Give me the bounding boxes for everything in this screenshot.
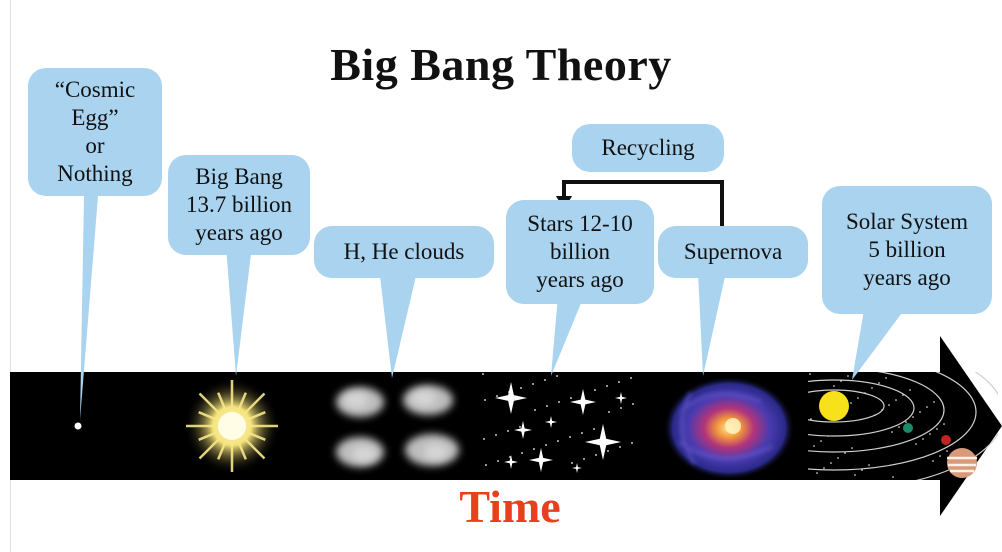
gas-clouds-icon xyxy=(336,385,459,467)
callout-line: Big Bang xyxy=(195,164,283,189)
callout-line: billion xyxy=(549,239,611,264)
callout-line: Supernova xyxy=(683,239,783,264)
left-border-line xyxy=(10,0,11,552)
callout-solar-system: Solar System 5 billion years ago xyxy=(822,186,992,314)
planet-red-icon xyxy=(941,435,951,445)
panel-gas-clouds xyxy=(320,372,474,480)
planet-green-icon xyxy=(903,423,913,433)
callout-line: H, He clouds xyxy=(343,239,465,264)
callout-big-bang: Big Bang 13.7 billion years ago xyxy=(168,155,310,255)
callout-line: Stars 12-10 xyxy=(527,211,633,236)
callout-line: years ago xyxy=(536,267,624,292)
stars-field-icon xyxy=(482,373,634,473)
callout-line: Nothing xyxy=(57,161,133,186)
panel-stars xyxy=(481,372,644,480)
callout-line: Solar System xyxy=(845,209,969,234)
callout-line: years ago xyxy=(863,265,951,290)
pointer-stars xyxy=(551,296,584,376)
pointer-big-bang xyxy=(226,246,252,376)
diagram-title: Big Bang Theory xyxy=(330,39,672,90)
panel-supernova xyxy=(651,372,801,480)
callout-h-he-clouds: H, He clouds xyxy=(314,226,494,278)
callout-stars: Stars 12-10 billion years ago xyxy=(506,200,654,304)
solar-system-icon xyxy=(663,337,1002,491)
supernova-nebula-icon xyxy=(663,376,795,480)
panel-solar-system xyxy=(663,337,1002,491)
callout-line: “Cosmic xyxy=(54,77,136,102)
callout-line: 13.7 billion xyxy=(185,192,293,217)
callout-recycling: Recycling xyxy=(572,124,724,172)
panel-cosmic-egg xyxy=(12,372,130,480)
callout-line: years ago xyxy=(195,220,283,245)
big-bang-burst-icon xyxy=(184,378,280,474)
callout-line: Egg” xyxy=(71,105,119,130)
callout-supernova: Supernova xyxy=(658,226,808,278)
sun-icon xyxy=(819,391,849,421)
callout-line: or xyxy=(85,133,105,158)
pointer-h-he-clouds xyxy=(380,276,416,378)
pointer-supernova xyxy=(698,272,726,376)
cosmic-egg-dot-icon xyxy=(74,422,82,430)
recycling-label: Recycling xyxy=(601,135,695,160)
time-axis-label: Time xyxy=(459,481,561,532)
callout-cosmic-egg: “Cosmic Egg” or Nothing xyxy=(28,68,162,196)
planet-gas-giant-icon xyxy=(947,448,977,478)
panel-big-bang xyxy=(137,372,313,480)
callout-line: 5 billion xyxy=(868,237,946,262)
pointer-solar-system xyxy=(852,310,904,380)
